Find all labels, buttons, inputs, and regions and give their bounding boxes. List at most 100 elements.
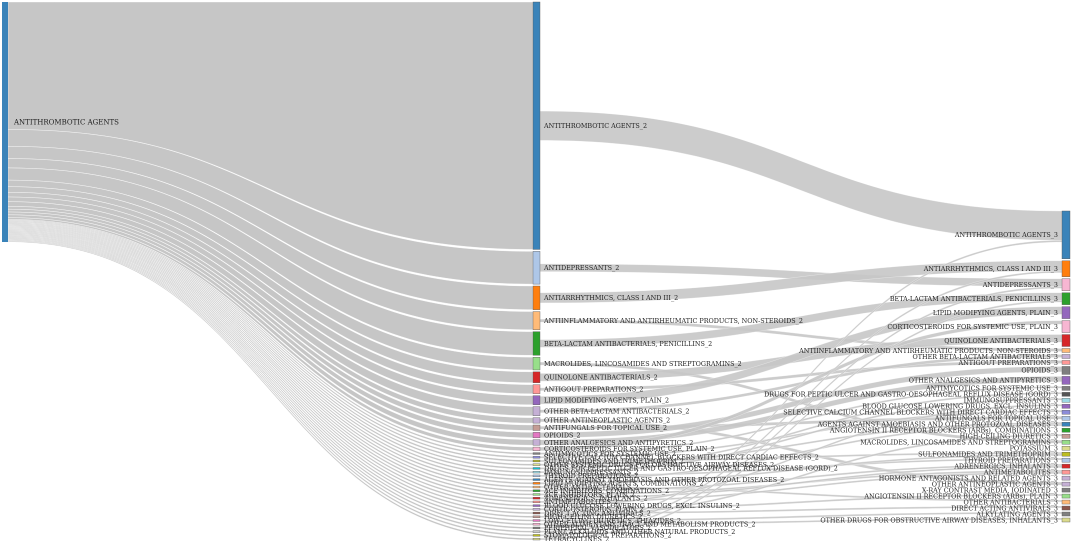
node-other-drugs-for-obstructive-airway-diseases-inhalants-3 <box>1061 517 1071 523</box>
node-immunosuppressants-2 <box>532 471 541 474</box>
node-lipid-modifying-agents-plain-2 <box>532 395 541 405</box>
node-label-lipid-modifying-agents-plain-3: LIPID MODIFYING AGENTS, PLAIN_3 <box>933 309 1058 317</box>
node-label-other-antineoplastic-agents-2: OTHER ANTINEOPLASTIC AGENTS_2 <box>544 417 670 425</box>
node-corticosteroids-for-systemic-use-plain-3 <box>1061 320 1071 333</box>
node-other-beta-lactam-antibacterials-3 <box>1061 354 1071 359</box>
node-label-angiotensin-ii-receptor-blockers-arbs-combinations-3: ANGIOTENSIN II RECEPTOR BLOCKERS (ARBs),… <box>829 427 1058 435</box>
node-antimetabolites-2 <box>532 500 541 504</box>
node-label-antifungals-for-topical-use-2: ANTIFUNGALS FOR TOPICAL USE_2 <box>543 424 667 432</box>
node-label-antimycotics-for-systemic-use-2: ANTIMYCOTICS FOR SYSTEMIC USE_2 <box>543 450 676 458</box>
node-label-other-beta-lactam-antibacterials-2: OTHER BETA-LACTAM ANTIBACTERIALS_2 <box>544 408 689 416</box>
node-label-corticosteroids-for-systemic-use-plain-2: CORTICOSTEROIDS FOR SYSTEMIC USE, PLAIN_… <box>544 445 715 453</box>
node-beta-lactam-antibacterials-penicillins-3 <box>1061 292 1071 305</box>
node-other-analgesics-and-antipyretics-2 <box>532 439 541 446</box>
node-other-antineoplastic-agents-2 <box>532 417 541 424</box>
node-other-analgesics-and-antipyretics-3 <box>1061 376 1071 385</box>
node-label-macrolides-lincosamides-and-streptogramins-3: MACROLIDES, LINCOSAMIDES AND STREPTOGRAM… <box>860 439 1058 447</box>
node-ace-inhibitors-plain-2 <box>532 493 541 496</box>
node-direct-acting-antivirals-2 <box>532 511 541 515</box>
node-label-x-ray-contrast-media-iodinated-3: X-RAY CONTRAST MEDIA, IODINATED_3 <box>922 486 1058 494</box>
node-label-selective-calcium-channel-blockers-with-direct-cardiac-effects-2: SELECTIVE CALCIUM CHANNEL BLOCKERS WITH … <box>544 454 819 462</box>
node-label-other-analgesics-and-antipyretics-3: OTHER ANALGESICS AND ANTIPYRETICS_3 <box>909 377 1058 385</box>
node-label-adrenergics-inhalants-3: ADRENERGICS, INHALANTS_3 <box>953 462 1058 470</box>
node-antidepressants-3 <box>1061 278 1071 291</box>
node-label-antigout-preparations-2: ANTIGOUT PREPARATIONS_2 <box>543 386 643 394</box>
node-direct-acting-antivirals-3 <box>1061 505 1071 511</box>
node-label-ace-inhibitors-combinations-2: ACE INHIBITORS, COMBINATIONS_2 <box>543 487 669 495</box>
node-other-antibacterials-3 <box>1061 499 1071 505</box>
node-alkylating-agents-3 <box>1061 511 1071 517</box>
node-antiinflammatory-and-antirheumatic-products-non-steroids-3 <box>1061 348 1071 353</box>
node-immunosuppressants-3 <box>1061 398 1071 403</box>
node-other-alimentary-tract-and-metabolism-products-2 <box>532 523 541 526</box>
node-label-other-drugs-for-obstructive-airway-diseases-inhalants-3: OTHER DRUGS FOR OBSTRUCTIVE AIRWAY DISEA… <box>820 516 1058 524</box>
node-label-alkylating-agents-3: ALKYLATING AGENTS_3 <box>975 510 1058 518</box>
node-antimycotics-for-systemic-use-2 <box>532 452 541 455</box>
node-label-opioids-3: OPIOIDS_3 <box>1021 367 1058 375</box>
node-label-sulfonamides-and-trimethoprim-2: SULFONAMIDES AND TRIMETHOPRIM_2 <box>544 457 684 465</box>
link-antithrombotic-agents-2-to-antithrombotic-agents-3 <box>539 110 1063 241</box>
node-macrolides-lincosamides-and-streptogramins-3 <box>1061 440 1071 445</box>
node-ace-inhibitors-combinations-2 <box>532 489 541 492</box>
node-label-other-systemic-drugs-for-obstructive-airway-diseases-2: OTHER SYSTEMIC DRUGS FOR OBSTRUCTIVE AIR… <box>544 461 774 469</box>
node-sulfonamides-and-trimethoprim-3 <box>1061 451 1071 457</box>
node-label-antiarrhythmics-class-i-and-iii-2: ANTIARRHYTHMICS, CLASS I AND III_2 <box>543 294 678 302</box>
node-antimetabolites-3 <box>1061 469 1071 475</box>
node-label-blood-glucose-lowering-drugs-excl-insulins-2: BLOOD GLUCOSE LOWERING DRUGS, EXCL. INSU… <box>544 502 740 510</box>
node-label-other-antineoplastic-agents-3: OTHER ANTINEOPLASTIC AGENTS_3 <box>932 480 1058 488</box>
node-label-antimycotics-for-systemic-use-3: ANTIMYCOTICS FOR SYSTEMIC USE_3 <box>925 385 1058 393</box>
node-label-direct-acting-antivirals-2: DIRECT ACTING ANTIVIRALS_2 <box>544 509 651 517</box>
node-label-other-analgesics-and-antipyretics-2: OTHER ANALGESICS AND ANTIPYRETICS_2 <box>544 439 693 447</box>
node-label-antithrombotic-agents-2: ANTITHROMBOTIC AGENTS_2 <box>543 122 647 130</box>
node-source <box>2 2 8 242</box>
node-label-low-ceiling-diuretics-thiazides-2: LOW-CEILING DIURETICS, THIAZIDES_2 <box>544 517 681 525</box>
node-antigout-preparations-2 <box>532 384 541 394</box>
node-adrenergics-inhalants-2 <box>532 497 541 500</box>
node-label-beta-lactam-antibacterials-penicillins-3: BETA-LACTAM ANTIBACTERIALS, PENICILLINS_… <box>890 295 1058 303</box>
node-quinolone-antibacterials-2 <box>532 371 541 383</box>
node-label-source: ANTITHROMBOTIC AGENTS <box>13 119 119 127</box>
node-label-direct-acting-antivirals-3: DIRECT ACTING ANTIVIRALS_3 <box>951 504 1058 512</box>
node-label-opioids-2: OPIOIDS_2 <box>544 431 581 439</box>
node-label-beta-lactam-antibacterials-penicillins-2: BETA-LACTAM ANTIBACTERIALS, PENICILLINS_… <box>544 340 712 348</box>
node-plant-alkaloids-and-other-natural-products-2 <box>532 530 541 533</box>
node-label-antiarrhythmics-class-i-and-iii-3: ANTIARRHYTHMICS, CLASS I AND III_3 <box>923 265 1058 273</box>
node-label-other-beta-lactam-antibacterials-3: OTHER BETA-LACTAM ANTIBACTERIALS_3 <box>913 353 1058 361</box>
node-label-adrenergics-inhalants-2: ADRENERGICS, INHALANTS_2 <box>543 494 648 502</box>
node-blood-glucose-lowering-drugs-excl-insulins-3 <box>1061 404 1071 409</box>
node-hormone-antagonists-and-related-agents-3 <box>1061 475 1071 481</box>
node-lipid-modifying-agents-plain-3 <box>1061 306 1071 319</box>
node-angiotensin-ii-receptor-blockers-arbs-plain-3 <box>1061 493 1071 499</box>
node-label-hormone-antagonists-and-related-agents-3: HORMONE ANTAGONISTS AND RELATED AGENTS_3 <box>879 474 1058 482</box>
node-drugs-for-peptic-ulcer-and-gastro-oesophageal-reflux-disease-gord-2 <box>532 467 541 470</box>
node-sulfonamides-and-trimethoprim-2 <box>532 459 541 463</box>
node-label-lipid-modifying-agents-combinations-2: LIPID MODIFYING AGENTS, COMBINATIONS_2 <box>544 480 704 488</box>
sankey-links <box>7 1 1063 541</box>
link-other-antibacterials-2 <box>7 227 534 489</box>
node-label-other-antibacterials-3: OTHER ANTIBACTERIALS_3 <box>963 498 1058 506</box>
node-beta-lactam-antibacterials-penicillins-2 <box>532 331 541 356</box>
node-thyroid-preparations-3 <box>1061 457 1071 463</box>
node-antithrombotic-agents-3 <box>1061 210 1071 260</box>
node-agents-against-amoebiasis-and-other-protozoal-diseases-2 <box>532 478 541 481</box>
node-lipid-modifying-agents-combinations-2 <box>532 482 541 485</box>
node-angiotensin-ii-receptor-blockers-arbs-combinations-3 <box>1061 428 1071 433</box>
node-label-thyroid-preparations-3: THYROID PREPARATIONS_3 <box>964 456 1058 464</box>
sankey-labels: ANTITHROMBOTIC AGENTS ANTITHROMBOTIC AGEN… <box>13 119 1058 541</box>
node-label-peripheral-vasodilators-2: PERIPHERAL VASODILATORS_2 <box>544 524 651 532</box>
node-label-immunosuppressants-3: IMMUNOSUPPRESSANTS_3 <box>964 397 1058 405</box>
node-quinolone-antibacterials-3 <box>1061 334 1071 347</box>
node-label-other-antibacterials-2: OTHER ANTIBACTERIALS_2 <box>544 483 639 491</box>
node-antiinflammatory-and-antirheumatic-products-non-steroids-2 <box>532 311 541 330</box>
node-label-drugs-for-peptic-ulcer-and-gastro-oesophageal-reflux-disease-gord-2: DRUGS FOR PEPTIC ULCER AND GASTRO-OESOPH… <box>544 465 838 473</box>
node-label-stomatological-preparations-2: STOMATOLOGICAL PREPARATIONS_2 <box>544 532 672 540</box>
node-label-angiotensin-ii-receptor-blockers-arbs-plain-3: ANGIOTENSIN II RECEPTOR BLOCKERS (ARBs),… <box>863 492 1058 500</box>
node-label-lipid-modifying-agents-plain-2: LIPID MODIFYING AGENTS, PLAIN_2 <box>544 397 669 405</box>
node-label-macrolides-lincosamides-and-streptogramins-2: MACROLIDES, LINCOSAMIDES AND STREPTOGRAM… <box>544 360 742 368</box>
node-stomatological-preparations-2 <box>532 534 541 537</box>
node-antiarrhythmics-class-i-and-iii-3 <box>1061 260 1071 277</box>
node-antimycotics-for-systemic-use-3 <box>1061 386 1071 391</box>
node-antigout-preparations-3 <box>1061 360 1071 365</box>
